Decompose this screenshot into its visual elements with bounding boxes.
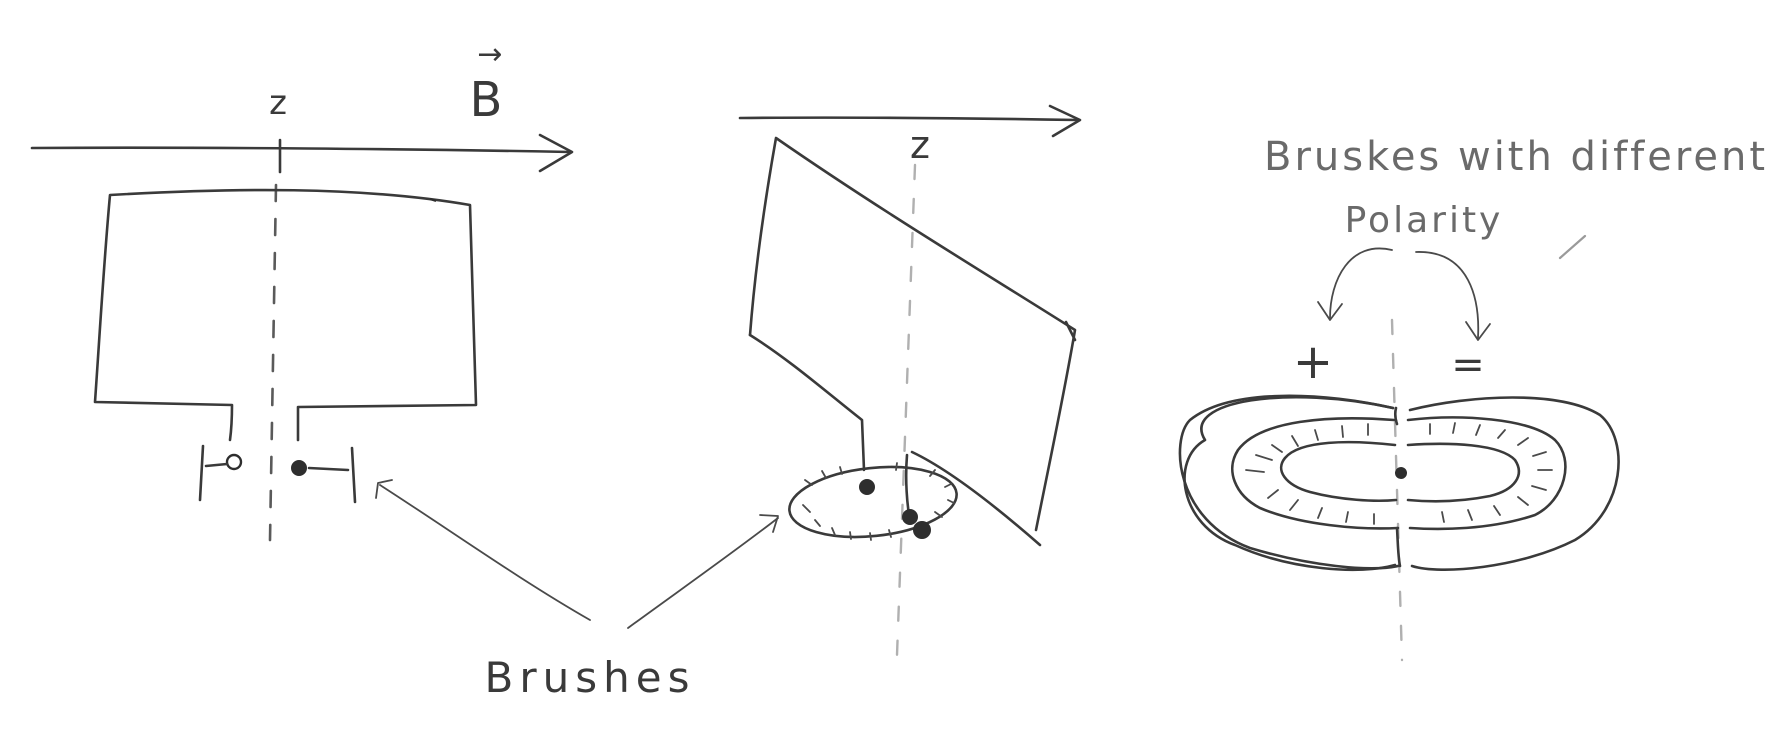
left-brush bbox=[198, 444, 229, 502]
minus-sign: = bbox=[1451, 342, 1485, 388]
tilted-loop-frame bbox=[748, 136, 1077, 532]
outer-ring-left-contour bbox=[1178, 394, 1400, 570]
tilted-loop-lower-lead bbox=[748, 333, 866, 472]
commutator-ring bbox=[788, 465, 958, 539]
caption-line-2: Polarity bbox=[1345, 200, 1504, 241]
brushes-arrow-right bbox=[627, 517, 779, 629]
plus-sign: + bbox=[1293, 334, 1333, 390]
field-b-arrow-line bbox=[30, 146, 572, 154]
brushes-annotation: Brushes bbox=[375, 479, 779, 702]
right-brush bbox=[307, 446, 357, 504]
polarity-arrow-right-head bbox=[1465, 321, 1491, 341]
figure-3-split-ring: + = Bruskes with different Polarity bbox=[1178, 134, 1768, 662]
right-contact bbox=[291, 460, 307, 476]
axis-label-z-1: z bbox=[269, 83, 287, 123]
z-axis-dashed-1 bbox=[268, 183, 278, 542]
field-label-b: B bbox=[470, 72, 503, 128]
loop-mark bbox=[429, 198, 437, 202]
brushes-arrow-right-head bbox=[759, 514, 779, 533]
axis-label-z-2: z bbox=[910, 123, 930, 167]
ring-center-dot bbox=[1395, 467, 1407, 479]
outer-ring-right-contour bbox=[1408, 396, 1620, 571]
polarity-arrow-right bbox=[1415, 251, 1480, 339]
tilted-loop-corner-tick bbox=[1064, 320, 1077, 342]
split-top bbox=[1394, 406, 1399, 426]
z-axis-dashed-2 bbox=[895, 163, 917, 657]
caption-underline-stroke bbox=[1558, 234, 1587, 260]
ring-hatch-marks bbox=[1245, 422, 1553, 525]
split-bottom bbox=[1395, 526, 1402, 568]
z-axis-dashed-3 bbox=[1390, 318, 1404, 662]
polarity-arrow-left bbox=[1329, 247, 1393, 319]
conducting-loop bbox=[93, 188, 478, 442]
vector-arrow-symbol: → bbox=[477, 37, 502, 72]
ring-hole-right bbox=[1406, 442, 1521, 503]
field-arrow-line-2 bbox=[738, 116, 1080, 122]
field-arrow-head-2 bbox=[1048, 104, 1082, 138]
ring-hole-left bbox=[1279, 440, 1398, 503]
tilted-loop-right-lead bbox=[910, 450, 1042, 547]
figure-1-loop-in-field: z B → bbox=[30, 37, 574, 542]
brushes-label: Brushes bbox=[485, 653, 696, 702]
field-b-arrow-head bbox=[538, 133, 574, 173]
caption-line-1: Bruskes with different bbox=[1264, 134, 1768, 180]
contact-b bbox=[902, 509, 918, 525]
left-contact bbox=[225, 453, 243, 471]
contact-c bbox=[913, 521, 931, 539]
polarity-arrow-left-head bbox=[1317, 301, 1343, 321]
commutator-ticks bbox=[802, 462, 955, 541]
brushes-arrow-left bbox=[379, 484, 591, 621]
inner-ring-left bbox=[1231, 417, 1400, 530]
outer-ring-left-half bbox=[1183, 395, 1397, 572]
brushes-arrow-left-head bbox=[375, 479, 393, 499]
inner-ring-right bbox=[1406, 416, 1567, 531]
contact-a bbox=[859, 479, 875, 495]
figure-2-rotated-loop: z bbox=[738, 104, 1082, 657]
